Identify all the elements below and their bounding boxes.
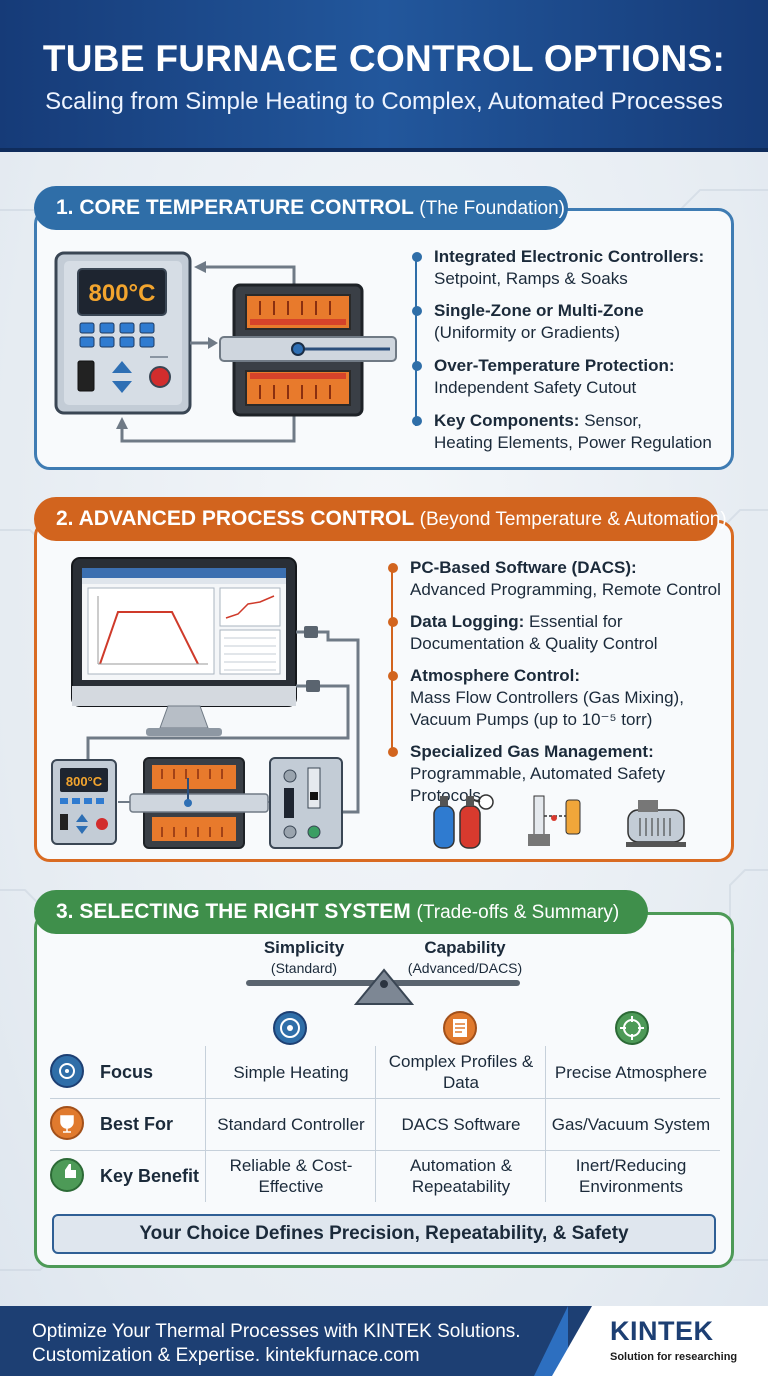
gas-cylinders-icon: [433, 794, 494, 849]
header-banner: TUBE FURNACE CONTROL OPTIONS: Scaling fr…: [0, 0, 768, 152]
table-cell: Inert/Reducing Environments: [545, 1150, 716, 1202]
section-3-title: 3. SELECTING THE RIGHT SYSTEM (Trade-off…: [34, 890, 648, 934]
tube-furnace-icon: [219, 283, 397, 417]
section-2-timeline: [391, 570, 393, 750]
section-1-timeline: [415, 258, 417, 426]
footer-logo-slant: [552, 1306, 592, 1376]
thumbs-up-icon: [50, 1158, 84, 1192]
simplicity-label: Simplicity(Standard): [263, 938, 345, 976]
section-2-title-note: (Beyond Temperature & Automation): [419, 509, 727, 530]
feature-over-temperature-protection: Over-Temperature Protection:Independent …: [412, 355, 734, 399]
section-1-title: 1. CORE TEMPERATURE CONTROL (The Foundat…: [34, 186, 568, 230]
core-control-illustration: 800°C: [54, 251, 397, 443]
small-controller-display-text: 800°C: [66, 774, 103, 789]
power-switch-icon: [77, 360, 95, 392]
row-icon-glyphs: [59, 1063, 76, 1178]
capability-label: Capability(Advanced/DACS): [407, 938, 523, 976]
table-cell: Precise Atmosphere: [545, 1046, 716, 1098]
row-label: Focus: [100, 1062, 154, 1082]
feature-pc-software: PC-Based Software (DACS):Advanced Progra…: [388, 557, 730, 601]
target-icon: [273, 1011, 307, 1045]
row-label: Key Benefit: [100, 1166, 200, 1186]
section-2-title-text: 2. ADVANCED PROCESS CONTROL: [56, 507, 414, 530]
table-row-focus: Focus Simple Heating Complex Profiles & …: [50, 1046, 720, 1099]
table-cell: Reliable & Cost-Effective: [205, 1150, 376, 1202]
small-tube-furnace-icon: [129, 757, 269, 849]
table-cell: Automation & Repeatability: [375, 1150, 546, 1202]
summary-banner: Your Choice Defines Precision, Repeatabi…: [52, 1214, 716, 1254]
stop-button-icon: [149, 366, 171, 388]
logo-tagline: Solution for researching: [610, 1351, 738, 1363]
footer-line-2: Customization & Expertise. kintekfurnace…: [32, 1345, 420, 1366]
feature-atmosphere-control: Atmosphere Control:Mass Flow Controllers…: [388, 665, 730, 731]
row-label: Best For: [100, 1114, 174, 1134]
page-title: TUBE FURNACE CONTROL OPTIONS:: [42, 38, 726, 79]
section-1-title-note: (The Foundation): [419, 198, 566, 219]
advanced-control-illustration: 800°C: [51, 557, 360, 849]
table-row-key-benefit: Key Benefit Reliable & Cost-Effective Au…: [50, 1150, 720, 1202]
logo-text: KINTEK: [610, 1316, 714, 1346]
crosshair-icon: [615, 1011, 649, 1045]
equipment-icons-row: [433, 794, 686, 849]
arrow-down-icon: [112, 381, 132, 393]
feature-gas-management: Specialized Gas Management:Programmable,…: [388, 741, 730, 807]
section-3-title-text: 3. SELECTING THE RIGHT SYSTEM: [56, 900, 411, 923]
mass-flow-controller-icon: [528, 795, 581, 846]
kintek-logo[interactable]: KINTEK Solution for researching: [592, 1306, 768, 1376]
vacuum-pump-icon: [626, 800, 686, 847]
controller-display-text: 800°C: [89, 280, 156, 307]
small-controller-icon: 800°C: [51, 759, 117, 845]
footer-line-1: Optimize Your Thermal Processes with KIN…: [32, 1321, 521, 1342]
gas-control-panel-icon: [269, 757, 343, 849]
section-3-title-note: (Trade-offs & Summary): [416, 902, 620, 923]
table-row-best-for: Best For Standard Controller DACS Softwa…: [50, 1098, 720, 1151]
feature-integrated-controllers: Integrated Electronic Controllers:Setpoi…: [412, 246, 734, 290]
page-subtitle: Scaling from Simple Heating to Complex, …: [45, 88, 723, 115]
table-cell: Complex Profiles & Data: [375, 1046, 546, 1098]
pc-monitor-icon: [71, 557, 297, 736]
document-icon: [443, 1011, 477, 1045]
arrow-up-icon: [112, 361, 132, 373]
table-cell: Simple Heating: [205, 1046, 376, 1098]
controller-display: [77, 268, 167, 316]
section-1-title-text: 1. CORE TEMPERATURE CONTROL: [56, 196, 414, 219]
balance-scale-icon: [246, 968, 520, 1005]
feature-key-components: Key Components: Sensor,Heating Elements,…: [412, 410, 734, 454]
section-2-title: 2. ADVANCED PROCESS CONTROL (Beyond Temp…: [34, 497, 727, 541]
table-cell: Gas/Vacuum System: [545, 1098, 716, 1150]
table-cell: Standard Controller: [205, 1098, 376, 1150]
feature-single-multi-zone: Single-Zone or Multi-Zone(Uniformity or …: [412, 300, 734, 344]
table-cell: DACS Software: [375, 1098, 546, 1150]
footer-text: Optimize Your Thermal Processes with KIN…: [32, 1320, 521, 1368]
footer: Optimize Your Thermal Processes with KIN…: [0, 1306, 768, 1376]
